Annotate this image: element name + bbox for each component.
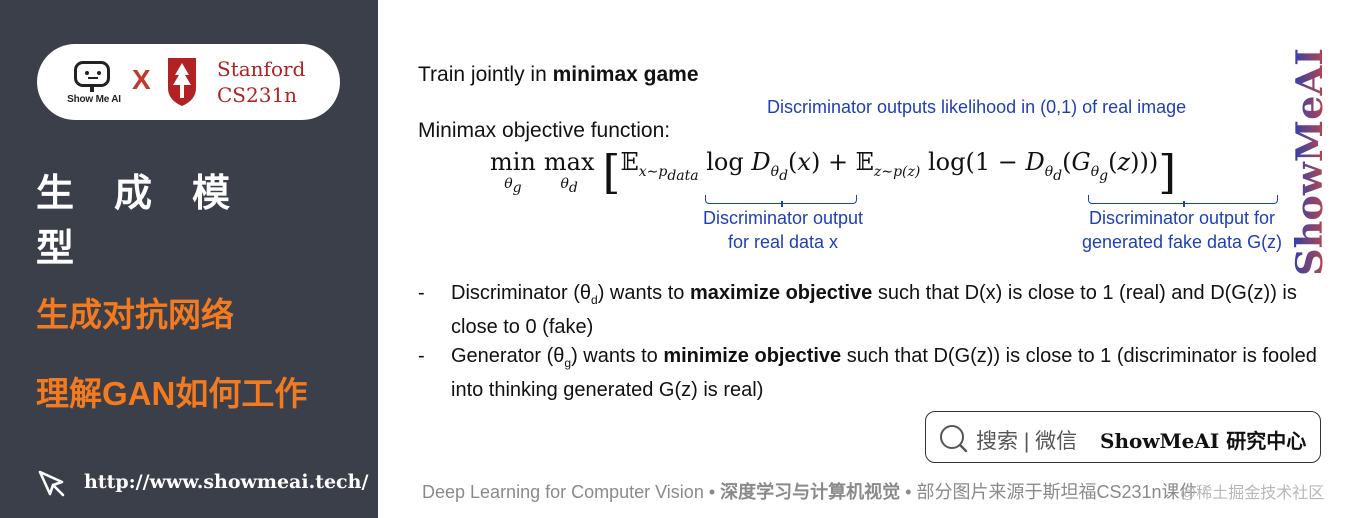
slide-heading: Train jointly in minimax game — [418, 63, 699, 86]
partner-label: Stanford CS231n — [217, 56, 305, 108]
footer-course: Deep Learning for Computer Vision — [422, 482, 704, 502]
showmeai-logo: Show Me AI — [59, 56, 129, 108]
subtitle-how-gan-works: 理解GAN如何工作 — [36, 375, 308, 412]
annotation-real: Discriminator output for real data x — [702, 208, 864, 252]
bullet-discriminator: - Discriminator (θd) wants to maximize o… — [418, 282, 1297, 338]
robot-icon — [74, 61, 110, 87]
annotation-likelihood: Discriminator outputs likelihood in (0,1… — [767, 97, 1187, 117]
objective-label: Minimax objective function: — [418, 119, 671, 142]
subtitle-gan: 生成对抗网络 — [36, 296, 234, 333]
bullet-generator: - Generator (θg) wants to minimize objec… — [418, 345, 1317, 401]
brace-fake — [1088, 195, 1278, 207]
logo-banner: Show Me AI X Stanford CS231n — [37, 44, 340, 120]
search-hint: 搜索 | 微信 — [976, 430, 1078, 453]
stanford-tree-icon — [168, 58, 196, 106]
website-link[interactable]: http://www.showmeai.tech/ — [84, 471, 369, 493]
search-bar[interactable]: 搜索 | 微信 ShowMeAI 研究中心 — [925, 411, 1321, 463]
svg-text:ShowMeAI: ShowMeAI — [1292, 48, 1331, 276]
section-title: 生成模型 — [36, 173, 271, 270]
slide: Train jointly in minimax game Discrimina… — [378, 0, 1361, 518]
logo-text: Show Me AI — [67, 94, 121, 105]
search-brand: ShowMeAI 研究中心 — [1100, 429, 1307, 453]
partner-course: CS231n — [217, 83, 298, 107]
annotation-fake: Discriminator output for generated fake … — [1081, 208, 1283, 252]
sidebar: Show Me AI X Stanford CS231n 生成模型 生成对抗网络… — [0, 0, 378, 518]
cursor-click-icon — [38, 470, 65, 497]
showmeai-vertical-logo: ShowMeAI — [1292, 48, 1331, 276]
footer: Deep Learning for Computer Vision • 深度学习… — [422, 482, 1198, 502]
partner-name: Stanford — [217, 57, 306, 81]
footer-note: 部分图片来源于斯坦福CS231n课件 — [916, 482, 1198, 502]
watermark: @稀土掘金技术社区 — [1180, 485, 1325, 502]
bullet-list: - Discriminator (θd) wants to maximize o… — [418, 280, 1318, 406]
search-icon — [940, 425, 968, 452]
footer-series: 深度学习与计算机视觉 — [720, 482, 901, 502]
collab-x: X — [132, 64, 151, 95]
brace-real — [705, 195, 857, 207]
